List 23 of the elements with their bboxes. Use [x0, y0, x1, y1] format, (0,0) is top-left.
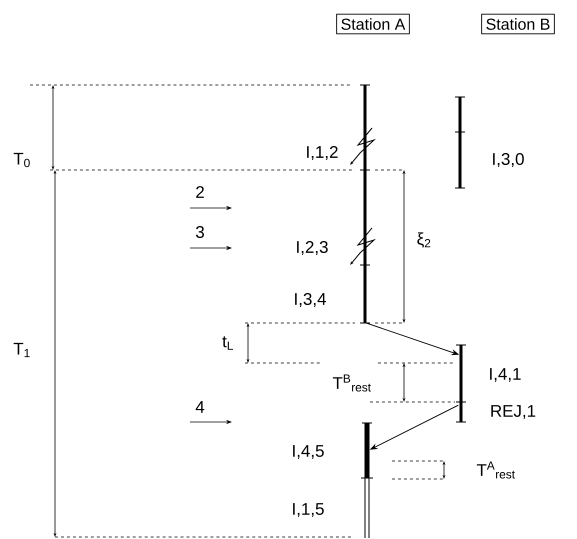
dimension-label: T$_{0}$	[14, 152, 30, 168]
dimension-label: ξ$_{2}$	[417, 232, 430, 248]
timeline-bar	[360, 422, 374, 538]
state-label: I,1,5	[293, 503, 324, 517]
station-box: Station A	[336, 14, 410, 34]
dimension-label: T$_{1}$	[14, 342, 30, 358]
station-box: Station B	[481, 14, 555, 34]
frame-number: 4	[196, 401, 204, 413]
timeline-bar	[454, 96, 466, 188]
frame-number: 3	[196, 226, 204, 238]
timeline-bar	[360, 84, 370, 324]
state-label: I,4,5	[293, 445, 324, 459]
dimension-label: T$^{A}$rest	[476, 461, 515, 479]
frame-number: 2	[196, 186, 204, 198]
state-label: I,3,0	[493, 153, 524, 167]
timeline-bar	[456, 344, 466, 422]
dimension-label: t$_{L}$	[222, 336, 234, 350]
state-label: REJ,1	[491, 405, 536, 419]
state-label: I,3,4	[295, 293, 326, 307]
state-label: I,1,2	[307, 146, 338, 160]
state-label: I,2,3	[297, 241, 328, 255]
dimension-label: T$^{B}$rest	[332, 374, 371, 392]
state-label: I,4,1	[490, 368, 521, 382]
